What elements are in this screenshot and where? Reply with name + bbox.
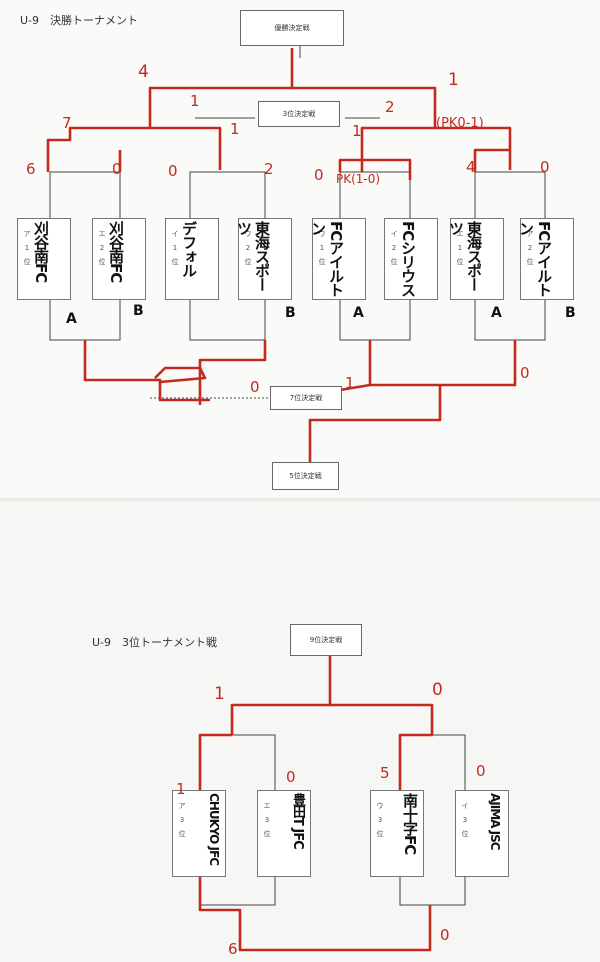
team-name: FCシリウス (399, 221, 417, 297)
score: 0 (112, 160, 122, 178)
bracket-sheet-third (0, 500, 600, 962)
score: 1 (190, 92, 200, 110)
team-name: FCアイルトン (517, 221, 553, 297)
score: 2 (264, 160, 274, 178)
team-name: 刈谷南FC (32, 221, 50, 283)
score: 4 (138, 62, 149, 82)
score: 0 (432, 680, 443, 700)
team-name: 東海スポーツ (447, 221, 483, 291)
score: 0 (440, 926, 450, 944)
final-match-box: 優勝決定戦 (240, 10, 344, 46)
team-name: 刈谷南FC (107, 221, 125, 283)
paper-fold (0, 498, 600, 502)
score: 0 (520, 364, 530, 382)
score: 1 (176, 780, 186, 798)
score: 1 (345, 374, 355, 392)
sheet2-title: U-9 3位トーナメント戦 (92, 636, 218, 649)
score: 5 (380, 764, 390, 782)
score-pk: (PK0-1) (436, 116, 484, 131)
score: 1 (230, 120, 240, 138)
fifth-place-match-box: 5位決定戦 (272, 462, 339, 490)
team-name: デフォル (180, 221, 198, 277)
team-name: FCアイルトン (309, 221, 345, 297)
score: 4 (466, 158, 476, 176)
score: 0 (476, 762, 486, 780)
score: 0 (286, 768, 296, 786)
score: 1 (214, 684, 225, 704)
score: 7 (62, 114, 72, 132)
team-name: 東海スポーツ (235, 221, 271, 291)
team-name: CHUKYO JFC (207, 793, 221, 866)
score: 6 (228, 940, 238, 958)
third-place-match-box: 3位決定戦 (258, 101, 340, 127)
score: 0 (250, 378, 260, 396)
score: 2 (385, 98, 395, 116)
sheet1-title: U-9 決勝トーナメント (20, 14, 139, 27)
score: 1 (448, 70, 459, 90)
score-pk: PK(1-0) (336, 172, 381, 186)
score: 0 (314, 166, 324, 184)
team-name: 豊田T JFC (290, 793, 305, 849)
seventh-place-match-box: 7位決定戦 (270, 386, 342, 410)
ninth-place-match-box: 9位決定戦 (290, 624, 362, 656)
score: 0 (540, 158, 550, 176)
score: 1 (352, 122, 362, 140)
score: 6 (26, 160, 36, 178)
score: 0 (168, 162, 178, 180)
team-name: 南十字FC (401, 793, 419, 855)
team-name: AJIMA JSC (488, 793, 502, 850)
